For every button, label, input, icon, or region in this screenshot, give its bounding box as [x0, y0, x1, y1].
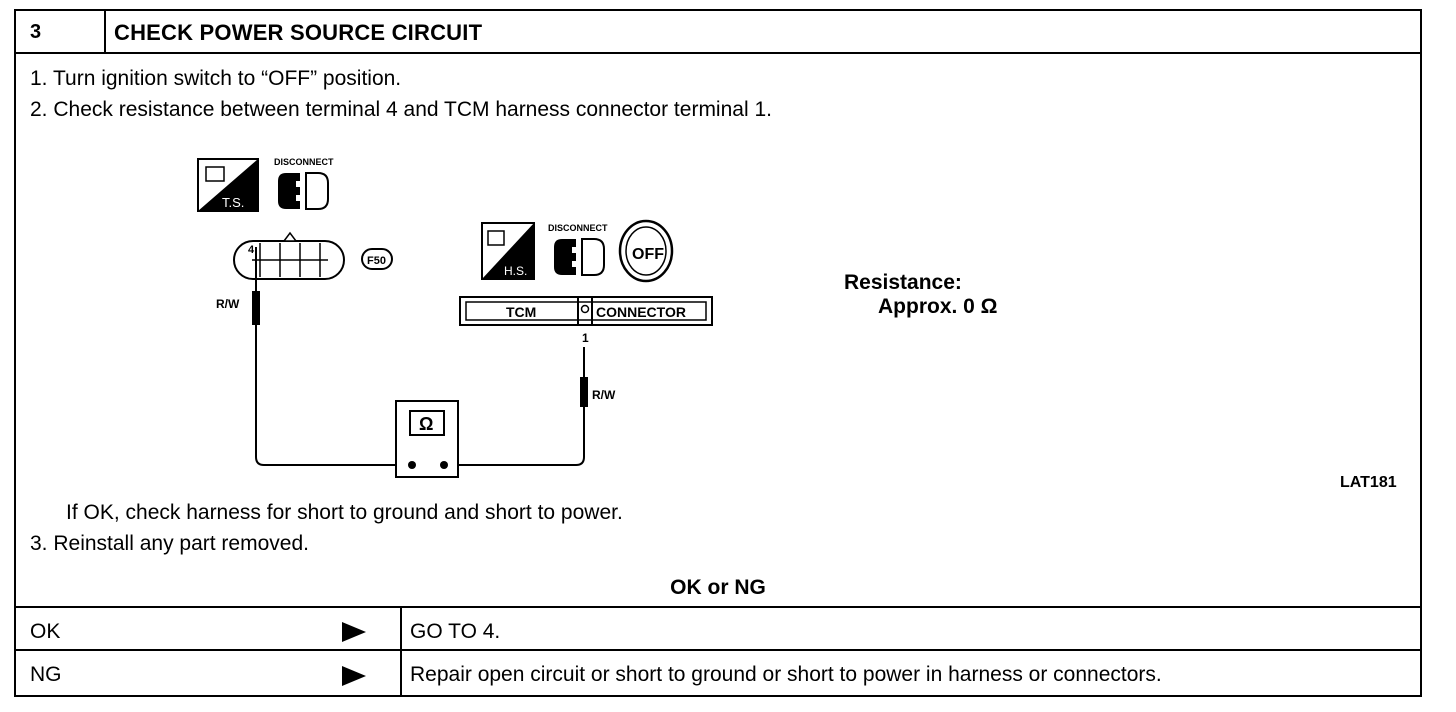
tcm-label: TCM: [506, 304, 536, 320]
step-number: 3: [30, 21, 42, 43]
ignition-off-icon: OFF: [618, 219, 674, 283]
arrow-right-icon: [342, 666, 366, 686]
figure-id: LAT181: [1340, 474, 1397, 491]
result-condition: OK: [30, 620, 61, 643]
disconnect-label-2: DISCONNECT: [548, 223, 608, 233]
result-condition: NG: [30, 663, 62, 686]
disconnect-icon: DISCONNECT: [274, 157, 334, 210]
connector-label: CONNECTOR: [596, 304, 686, 320]
ohmmeter-icon: Ω: [395, 400, 459, 478]
connector-id-label: F50: [367, 255, 386, 267]
right-terminal-number: 1: [582, 331, 589, 345]
arrow-right-icon: [342, 622, 366, 642]
result-action: Repair open circuit or short to ground o…: [410, 663, 1162, 686]
wire-color-left: R/W: [216, 297, 240, 311]
result-header: OK or NG: [670, 576, 766, 599]
ohm-symbol: Ω: [419, 414, 433, 434]
ignition-off-label: OFF: [632, 246, 664, 263]
instruction-2: 2. Check resistance between terminal 4 a…: [30, 98, 772, 121]
result-divider-top: [16, 606, 1420, 608]
instruction-1: 1. Turn ignition switch to “OFF” positio…: [30, 67, 402, 90]
step-title: CHECK POWER SOURCE CIRCUIT: [114, 20, 483, 45]
disconnect-icon: DISCONNECT: [548, 223, 608, 276]
result-action: GO TO 4.: [410, 620, 501, 643]
step-header: 3 CHECK POWER SOURCE CIRCUIT: [16, 11, 1420, 54]
procedure-box: 3 CHECK POWER SOURCE CIRCUIT 1. Turn ign…: [14, 9, 1422, 697]
spec-value: Approx. 0 Ω: [878, 295, 998, 318]
hs-icon-label: H.S.: [504, 264, 527, 278]
result-column-divider: [400, 608, 402, 697]
instruction-3: 3. Reinstall any part removed.: [30, 532, 309, 555]
harness-connector-f50: 4 F50: [233, 231, 393, 280]
ts-icon-label: T.S.: [222, 195, 244, 210]
result-divider-mid: [16, 649, 1420, 651]
hs-icon: H.S.: [481, 222, 535, 280]
disconnect-label-1: DISCONNECT: [274, 157, 334, 167]
tcm-connector: TCM CONNECTOR: [459, 296, 713, 326]
note-if-ok: If OK, check harness for short to ground…: [66, 501, 623, 524]
wire-color-right: R/W: [592, 388, 616, 402]
spec-label: Resistance:: [844, 271, 962, 294]
left-terminal-number: 4: [248, 244, 255, 256]
header-divider: [104, 11, 106, 52]
ts-icon: T.S.: [197, 158, 259, 212]
circuit-diagram: T.S. DISCONNECT 4 F50 R/W: [197, 157, 713, 478]
